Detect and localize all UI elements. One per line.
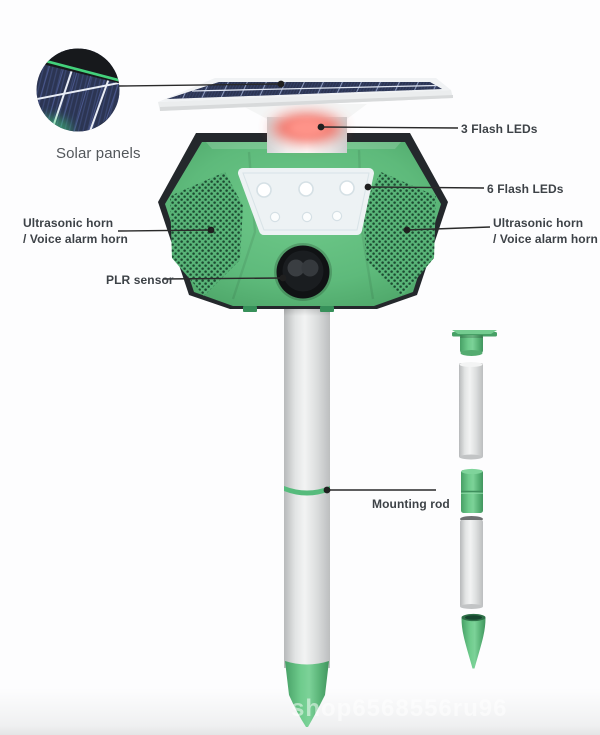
label-horn-left-line2: / Voice alarm horn	[23, 232, 128, 246]
solar-panel	[158, 78, 453, 111]
rod-tube-lower	[460, 516, 483, 609]
led	[256, 182, 272, 198]
led	[331, 210, 343, 222]
green-trim-line	[36, 56, 120, 83]
led	[301, 211, 313, 223]
label-horn-right-line1: Ultrasonic horn	[493, 216, 584, 230]
flash-led-neck	[239, 104, 367, 153]
ultrasonic-horn-left	[170, 172, 243, 296]
label-plr-sensor: PLR sensor	[106, 273, 174, 287]
rod-connector	[461, 468, 483, 513]
leader-solar-panels	[118, 83, 282, 87]
rod-top-cap	[452, 330, 497, 356]
label-horn-left: Ultrasonic horn / Voice alarm horn	[23, 215, 128, 247]
leader-3-flash-leds	[320, 126, 459, 129]
mounting-rod	[284, 300, 330, 727]
label-mounting-rod: Mounting rod	[372, 497, 450, 511]
led	[298, 181, 314, 197]
rod-sections	[452, 330, 497, 669]
ultrasonic-horn-right	[363, 172, 436, 296]
flash-led-panel	[238, 168, 374, 235]
rod-spike	[461, 613, 486, 669]
led	[339, 180, 355, 196]
led	[269, 211, 281, 223]
rod-tube-upper	[459, 362, 483, 460]
panel-edge-dark	[36, 48, 120, 84]
ground-spike-tip	[285, 661, 329, 727]
leader-dots	[207, 80, 411, 494]
rod-joint-band	[284, 486, 330, 496]
device-head	[158, 133, 448, 312]
bottom-tab	[243, 306, 257, 312]
bottom-tab	[320, 306, 334, 312]
label-horn-left-line1: Ultrasonic horn	[23, 216, 114, 230]
label-6-flash-leds: 6 Flash LEDs	[487, 182, 564, 196]
label-horn-right-line2: / Voice alarm horn	[493, 232, 598, 246]
label-3-flash-leds: 3 Flash LEDs	[461, 122, 538, 136]
label-solar-panels: Solar panels	[56, 145, 141, 162]
leader-lines	[117, 83, 491, 491]
label-horn-right: Ultrasonic horn / Voice alarm horn	[493, 215, 598, 247]
leader-6-flash-leds	[367, 186, 485, 189]
plr-sensor-dome	[274, 243, 332, 301]
leader-horn-right	[406, 226, 491, 231]
leader-plr-sensor	[162, 277, 284, 280]
leader-horn-left	[117, 229, 212, 232]
